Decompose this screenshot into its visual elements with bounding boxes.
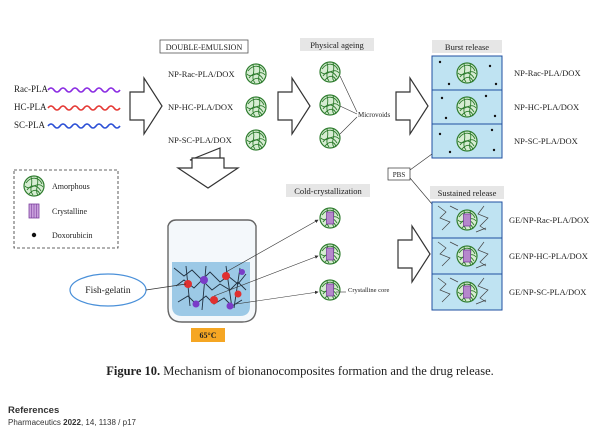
- microvoids-label: Microvoids: [358, 111, 391, 119]
- polymer-sc-label: SC-PLA: [14, 120, 46, 130]
- cold-label: Cold-crystallization: [294, 186, 362, 196]
- np-label-hc: NP-HC-PLA/DOX: [168, 102, 233, 112]
- ageing-label: Physical ageing: [310, 40, 364, 50]
- burst-box: [432, 40, 502, 53]
- polymer-hc-label: HC-PLA: [14, 102, 47, 112]
- legend-doxorubicin: Doxorubicin: [52, 231, 92, 240]
- pbs-label: PBS: [393, 171, 406, 179]
- figure-number: Figure 10.: [106, 364, 161, 378]
- legend-amorphous: Amorphous: [52, 182, 90, 191]
- legend-crystalline: Crystalline: [52, 207, 88, 216]
- figure-caption-text: Mechanism of bionanocomposites formation…: [163, 364, 494, 378]
- polymer-hc-chain: [47, 105, 121, 111]
- temperature-badge: [191, 328, 225, 342]
- emulsion-box: [159, 39, 249, 54]
- polymer-rac-label: Rac-PLA: [14, 84, 48, 94]
- aged-particle-sc: [319, 127, 341, 149]
- microvoid-pointers: [339, 75, 358, 135]
- crystalline-core-label: Crystalline core: [348, 287, 389, 294]
- emulsion-label: DOUBLE-EMULSION: [166, 43, 243, 52]
- polymer-sc-chain: [47, 123, 121, 129]
- burst-label-rac: NP-Rac-PLA/DOX: [514, 68, 581, 78]
- np-label-sc: NP-SC-PLA/DOX: [168, 135, 232, 145]
- process-arrows: [129, 75, 431, 285]
- np-particle-rac: [245, 63, 267, 85]
- legend-doxorubicin-icon: [31, 232, 37, 238]
- arrow-down-shape: [176, 157, 240, 189]
- beaker: 65°C: [167, 219, 257, 342]
- mechanism-figure: Rac-PLA HC-PLA SC-PLA DOUBLE-EMULSION NP…: [13, 38, 589, 342]
- np-particle-hc: [245, 96, 267, 118]
- arrow-to-emulsion: [129, 75, 163, 137]
- np-particle-sc: [245, 129, 267, 151]
- journal-line: Pharmaceutics 2022, 14, 1138 / p17: [8, 418, 136, 427]
- journal-year: 2022: [63, 418, 81, 427]
- burst-label-sc: NP-SC-PLA/DOX: [514, 136, 578, 146]
- journal-volume-page: , 14, 1138 / p17: [80, 418, 136, 427]
- arrow-to-burst: [395, 75, 429, 137]
- arrow-to-sustained: [397, 223, 431, 285]
- pbs-pointer-burst: [409, 153, 433, 171]
- ageing-box: [300, 38, 374, 51]
- burst-label: Burst release: [445, 42, 489, 52]
- aged-particle-rac: [319, 61, 341, 83]
- references-heading: References: [8, 405, 60, 416]
- ge-label-sc: GE/NP-SC-PLA/DOX: [509, 287, 586, 297]
- polymer-list: Rac-PLA HC-PLA SC-PLA: [14, 84, 121, 130]
- cold-particle-sc: [320, 280, 340, 300]
- sustained-label: Sustained release: [438, 188, 497, 198]
- legend-crystalline-icon: [28, 203, 40, 219]
- aged-particle-hc: [319, 94, 341, 116]
- ge-label-rac: GE/NP-Rac-PLA/DOX: [509, 215, 589, 225]
- cold-box: [286, 184, 370, 197]
- burst-label-hc: NP-HC-PLA/DOX: [514, 102, 579, 112]
- core-pointers: [213, 219, 346, 305]
- fish-gelatin-label: Fish-gelatin: [85, 286, 131, 296]
- pbs-pointer-sustained: [409, 177, 433, 205]
- np-column: NP-Rac-PLA/DOX NP-HC-PLA/DOX NP-SC-PLA/D…: [168, 63, 267, 151]
- burst-panel: [431, 55, 503, 159]
- np-label-rac: NP-Rac-PLA/DOX: [168, 69, 235, 79]
- sustained-panel: [431, 201, 503, 311]
- temperature-label: 65°C: [200, 331, 217, 340]
- legend-amorphous-icon: [23, 175, 45, 197]
- cold-particle-rac: [320, 208, 340, 228]
- ge-label-hc: GE/NP-HC-PLA/DOX: [509, 251, 588, 261]
- fish-gelatin-pointer: [145, 283, 187, 291]
- sustained-box: [430, 186, 504, 199]
- journal-name: Pharmaceutics: [8, 418, 61, 427]
- cold-particle-hc: [320, 244, 340, 264]
- arrow-to-ageing: [277, 75, 311, 137]
- pbs-box: [387, 167, 411, 181]
- polymer-rac-chain: [47, 87, 121, 93]
- figure-caption: Figure 10. Mechanism of bionanocomposite…: [0, 364, 600, 379]
